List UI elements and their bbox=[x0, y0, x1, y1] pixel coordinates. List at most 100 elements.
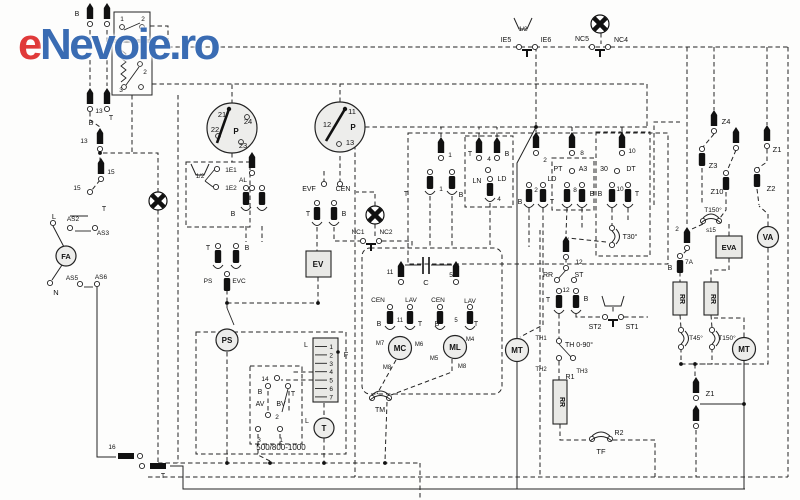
terminal-icon bbox=[710, 110, 718, 126]
contact-icon bbox=[212, 183, 220, 191]
label-1e1: 1E1 bbox=[225, 167, 237, 174]
label-z1: Z1 bbox=[773, 145, 782, 154]
r1-label: RR bbox=[558, 397, 565, 407]
ev-label: EV bbox=[313, 260, 324, 269]
label-13: 13 bbox=[346, 138, 354, 147]
rr-left-label: RR bbox=[678, 294, 685, 304]
label-16: 16 bbox=[108, 444, 116, 451]
label-2: 2 bbox=[143, 69, 147, 76]
hook-icon bbox=[230, 264, 242, 269]
label-m4: M4 bbox=[466, 337, 475, 343]
half-load-bracket-icon bbox=[190, 163, 210, 176]
contact-icon bbox=[613, 167, 621, 175]
label-12: 12 bbox=[323, 120, 331, 129]
label-rr: RR bbox=[543, 272, 553, 279]
label-5: 5 bbox=[454, 318, 458, 324]
terminal-contact-icon bbox=[475, 154, 483, 162]
motor-mc bbox=[387, 335, 413, 361]
label-1: 1 bbox=[448, 152, 452, 159]
label-tm: TM bbox=[375, 407, 385, 414]
terminal-contact-icon bbox=[624, 181, 632, 189]
contact-icon bbox=[264, 382, 272, 390]
label-as2: AS2 bbox=[67, 216, 80, 223]
terminal-icon bbox=[426, 176, 434, 189]
terminal-contact-icon bbox=[397, 278, 405, 286]
hook-icon bbox=[464, 325, 476, 330]
cam2-p-label: P bbox=[350, 123, 356, 132]
label-2: 2 bbox=[534, 187, 538, 194]
pushbutton-icon bbox=[608, 319, 618, 327]
contact-icon bbox=[555, 337, 563, 345]
contact-icon bbox=[264, 411, 272, 419]
label-as6: AS6 bbox=[95, 274, 108, 281]
label-1: 1 bbox=[120, 16, 124, 23]
label-30: 30 bbox=[600, 166, 608, 173]
switch-contact-icon bbox=[375, 237, 383, 245]
label-t: T bbox=[206, 245, 211, 252]
water-level-tub-icon bbox=[601, 295, 625, 307]
lamp-icon bbox=[592, 16, 608, 32]
terminal-icon bbox=[86, 88, 94, 104]
terminal-icon bbox=[397, 261, 405, 277]
contact-icon bbox=[213, 165, 221, 173]
label-cen: CEN bbox=[431, 297, 445, 304]
pushbutton-icon bbox=[522, 49, 532, 57]
misc-symbols bbox=[118, 257, 625, 469]
terminal-icon bbox=[568, 132, 576, 148]
terminal-contact-icon bbox=[562, 253, 570, 261]
junction-dot bbox=[225, 301, 229, 305]
pushbutton-icon bbox=[366, 243, 376, 251]
label-z1: Z1 bbox=[706, 389, 715, 398]
terminal-contact-icon bbox=[452, 278, 460, 286]
terminal-contact-icon bbox=[539, 181, 547, 189]
terminal-contact-icon bbox=[97, 175, 105, 183]
terminal-icon bbox=[525, 189, 533, 202]
label-tf: TF bbox=[596, 447, 606, 456]
terminal-icon bbox=[386, 311, 394, 324]
contact-icon bbox=[273, 374, 281, 382]
label-b: B bbox=[231, 211, 236, 218]
terminal-icon bbox=[313, 207, 321, 220]
terminal-contact-icon bbox=[436, 303, 444, 311]
f-pin-5: 5 bbox=[329, 378, 333, 385]
label-l: L bbox=[52, 212, 56, 221]
label-n: N bbox=[53, 288, 58, 297]
label-4: 4 bbox=[487, 156, 491, 163]
label-th3: TH3 bbox=[576, 369, 588, 375]
label-t: T bbox=[102, 206, 107, 213]
label-2: 2 bbox=[675, 226, 679, 233]
terminal-contact-icon bbox=[763, 142, 771, 150]
label-1-2: 1/2 bbox=[196, 174, 205, 180]
thermostat-contact-icon bbox=[708, 326, 716, 334]
label-l: L bbox=[305, 418, 309, 425]
label-t: T bbox=[161, 473, 166, 480]
switch-contact-icon bbox=[359, 237, 367, 245]
label-b: B bbox=[377, 321, 382, 328]
label-t: T bbox=[418, 321, 423, 328]
terminal-icon bbox=[539, 189, 547, 202]
terminal-icon bbox=[223, 278, 231, 291]
label-cen: CEN bbox=[371, 297, 385, 304]
label-8: 8 bbox=[573, 187, 577, 194]
hook-icon bbox=[576, 203, 588, 208]
terminal-icon bbox=[698, 153, 706, 166]
label-th-0-90-: TH 0-90° bbox=[565, 341, 593, 349]
label-t45-: T45° bbox=[689, 334, 703, 342]
hook-icon bbox=[240, 206, 252, 211]
terminal-icon bbox=[493, 137, 501, 153]
hook-icon bbox=[434, 325, 446, 330]
label-nc5: NC5 bbox=[575, 36, 589, 43]
label-b: B bbox=[435, 321, 440, 328]
terminal-contact-icon bbox=[214, 242, 222, 250]
hook-icon bbox=[328, 221, 340, 226]
junction-dot bbox=[742, 402, 746, 406]
t-tach-label: T bbox=[322, 424, 327, 433]
terminal-contact-icon bbox=[563, 181, 571, 189]
contact-icon bbox=[336, 180, 344, 188]
label-th1: TH1 bbox=[535, 336, 547, 342]
label-lav: LAV bbox=[464, 298, 476, 305]
label-as3: AS3 bbox=[97, 230, 110, 237]
hook-icon bbox=[424, 190, 436, 195]
label-st: ST bbox=[575, 272, 585, 279]
hook-icon bbox=[256, 206, 268, 211]
